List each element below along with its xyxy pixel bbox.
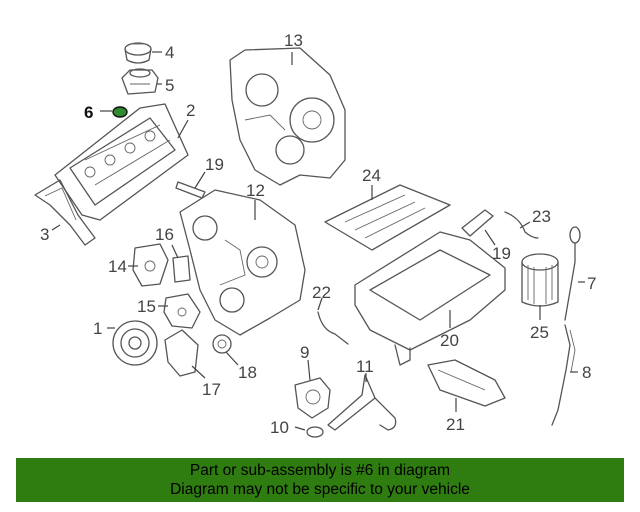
part-5-filler-neck[interactable] bbox=[121, 68, 159, 95]
callout-10[interactable]: 10 bbox=[270, 418, 289, 437]
leader-lines bbox=[51, 51, 585, 431]
callout-1[interactable]: 1 bbox=[93, 319, 102, 338]
callout-23[interactable]: 23 bbox=[532, 207, 551, 226]
callout-12[interactable]: 12 bbox=[246, 181, 265, 200]
banner-line-2: Diagram may not be specific to your vehi… bbox=[170, 481, 470, 498]
part-4-oil-cap[interactable] bbox=[124, 42, 152, 64]
callout-3[interactable]: 3 bbox=[40, 225, 49, 244]
callout-21[interactable]: 21 bbox=[446, 415, 465, 434]
callout-24[interactable]: 24 bbox=[362, 166, 381, 185]
part-6-seal[interactable] bbox=[112, 106, 128, 118]
part-21-oil-pan-lower[interactable] bbox=[427, 359, 506, 407]
part-12-front-cover[interactable] bbox=[179, 189, 306, 336]
callout-14[interactable]: 14 bbox=[108, 257, 127, 276]
callout-19-left[interactable]: 19 bbox=[205, 155, 224, 174]
part-20-oil-pan-upper[interactable] bbox=[354, 231, 506, 366]
part-19-bracket-left[interactable] bbox=[175, 181, 206, 199]
part-8-dipstick-tube[interactable] bbox=[551, 324, 576, 426]
part-10-gasket[interactable] bbox=[306, 426, 324, 438]
callout-4[interactable]: 4 bbox=[165, 43, 174, 62]
callout-17[interactable]: 17 bbox=[202, 380, 221, 399]
part-18-seal[interactable] bbox=[212, 334, 232, 354]
callout-22[interactable]: 22 bbox=[312, 283, 331, 302]
part-7-dipstick[interactable] bbox=[564, 226, 581, 321]
callout-16[interactable]: 16 bbox=[155, 225, 174, 244]
callout-20[interactable]: 20 bbox=[440, 331, 459, 350]
callout-6[interactable]: 6 bbox=[84, 103, 93, 122]
part-2-valve-cover[interactable] bbox=[54, 103, 189, 221]
callout-5[interactable]: 5 bbox=[165, 76, 174, 95]
callout-7[interactable]: 7 bbox=[587, 274, 596, 293]
callout-13[interactable]: 13 bbox=[284, 31, 303, 50]
info-banner: Part or sub-assembly is #6 in diagram Di… bbox=[16, 458, 624, 502]
callout-8[interactable]: 8 bbox=[582, 363, 591, 382]
part-13-timing-cover[interactable] bbox=[229, 47, 346, 186]
callout-11[interactable]: 11 bbox=[356, 357, 374, 376]
banner-line-1: Part or sub-assembly is #6 in diagram bbox=[189, 462, 451, 479]
callout-9[interactable]: 9 bbox=[300, 343, 309, 362]
part-24-baffle-plate[interactable] bbox=[324, 184, 451, 251]
callout-25[interactable]: 25 bbox=[530, 323, 549, 342]
part-17-gasket[interactable] bbox=[164, 329, 199, 377]
part-3-gasket[interactable] bbox=[34, 179, 96, 246]
part-1-crank-pulley[interactable] bbox=[112, 320, 158, 366]
part-11-strainer[interactable] bbox=[327, 374, 397, 431]
part-23-pipe[interactable] bbox=[504, 211, 539, 239]
callout-18[interactable]: 18 bbox=[238, 363, 257, 382]
callout-2[interactable]: 2 bbox=[186, 101, 195, 120]
part-14-gasket-plate[interactable] bbox=[132, 243, 169, 287]
part-22-pipe[interactable] bbox=[317, 311, 349, 345]
callout-19-right[interactable]: 19 bbox=[492, 244, 511, 263]
part-19-strainer-right[interactable] bbox=[461, 209, 494, 237]
callout-labels: 4 5 6 2 3 13 12 19 14 16 15 1 17 18 24 1… bbox=[40, 31, 596, 437]
callout-15[interactable]: 15 bbox=[137, 297, 156, 316]
part-9-oil-pump[interactable] bbox=[294, 377, 331, 419]
part-25-oil-filter[interactable] bbox=[521, 253, 559, 307]
part-15-bracket[interactable] bbox=[163, 293, 201, 329]
part-16-seal-plate[interactable] bbox=[172, 255, 191, 283]
